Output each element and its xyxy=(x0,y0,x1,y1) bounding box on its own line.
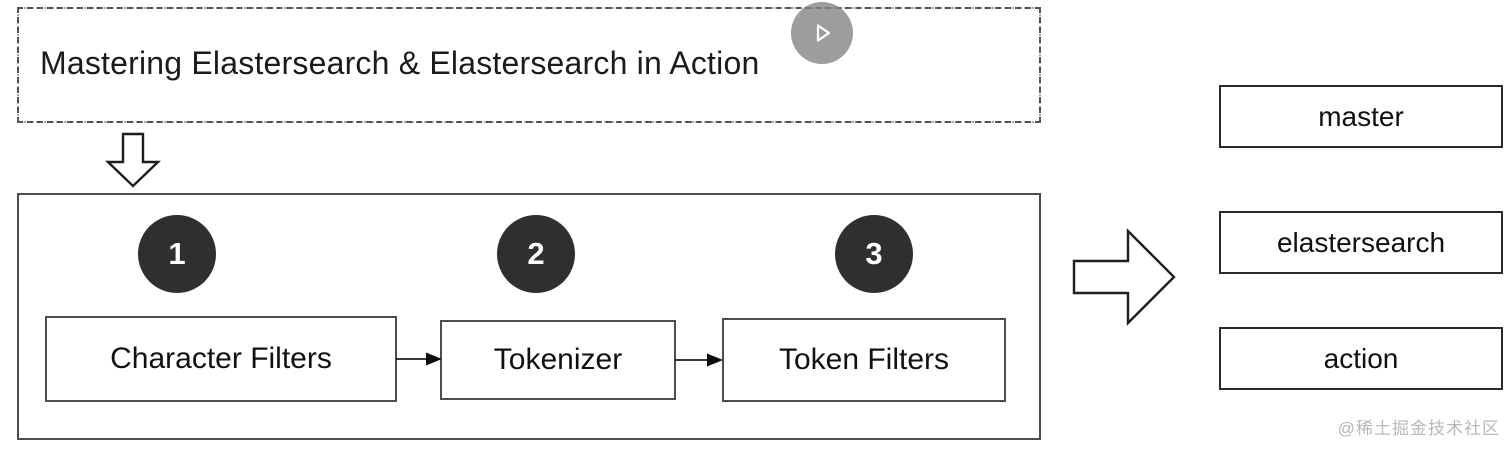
stage-box-character-filters[interactable]: Character Filters xyxy=(45,316,397,402)
step-number-badge-1: 1 xyxy=(138,215,216,293)
arrow-right-block-icon xyxy=(1072,228,1176,326)
connector-arrow-1-icon xyxy=(396,352,442,366)
stage-label-character-filters: Character Filters xyxy=(110,342,332,375)
step-number-2: 2 xyxy=(527,236,545,271)
stage-box-token-filters[interactable]: Token Filters xyxy=(722,318,1006,402)
output-token-label-2: action xyxy=(1323,342,1399,374)
step-number-1: 1 xyxy=(168,236,186,271)
watermark-text: @稀土掘金技术社区 xyxy=(1337,419,1500,438)
stage-label-tokenizer: Tokenizer xyxy=(493,343,623,376)
output-token-box-2[interactable]: action xyxy=(1219,327,1503,390)
step-number-badge-2: 2 xyxy=(497,215,575,293)
arrow-down-block-icon xyxy=(104,132,162,188)
connector-arrow-2-icon xyxy=(675,353,723,367)
output-token-box-1[interactable]: elastersearch xyxy=(1219,211,1503,274)
stage-box-tokenizer[interactable]: Tokenizer xyxy=(440,320,676,400)
output-token-label-1: elastersearch xyxy=(1276,226,1446,258)
play-circle-icon[interactable] xyxy=(791,2,853,64)
output-token-box-0[interactable]: master xyxy=(1219,85,1503,148)
input-text-panel: Mastering Elastersearch & Elastersearch … xyxy=(17,7,1041,123)
output-token-label-0: master xyxy=(1318,100,1404,132)
step-number-3: 3 xyxy=(865,236,883,271)
input-title-text: Mastering Elastersearch & Elastersearch … xyxy=(40,45,760,81)
stage-label-token-filters: Token Filters xyxy=(778,343,950,376)
step-number-badge-3: 3 xyxy=(835,215,913,293)
